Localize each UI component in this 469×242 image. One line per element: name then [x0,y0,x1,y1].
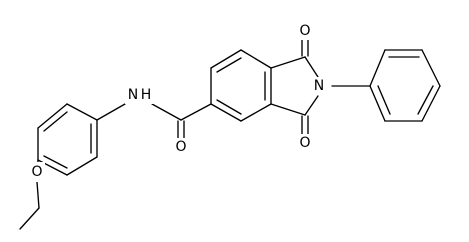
amide-nitrogen-label: N [128,87,138,103]
bond-ring4-d [421,85,441,122]
bonds [19,38,441,230]
bond-ethyl-ch3-ch2 [19,207,40,230]
bond-ring1-inner-3 [43,155,68,169]
bond-ring2-inner-1 [216,57,242,73]
bond-ring3-bottom-c [270,103,306,116]
imide-nitrogen-label: N [314,78,324,94]
bond-ring4-f [369,85,386,122]
bond-aryl-nh [96,103,126,121]
bond-ring2-inner-3 [216,99,242,115]
amide-oxygen-label: O [175,139,186,155]
top-carbonyl-oxygen-label: O [299,23,310,39]
bond-ring2-c [240,49,272,69]
amide-hydrogen-label: H [141,87,152,103]
bond-ring3-n-bottom [304,95,319,116]
bond-ring1-e [66,156,98,176]
bond-ring4-inner-2 [417,85,434,115]
bottom-carbonyl-oxygen-label: O [299,135,310,151]
atom-labels: N H N O O O O [29,22,327,182]
bond-ring3-top-c [270,56,306,69]
bond-ring3-top-n [304,56,319,78]
bond-ring2-b [210,49,242,69]
bond-ring2-f [210,103,242,122]
bond-ring1-inner-1 [43,111,68,132]
bond-ring4-c [421,49,441,87]
ether-oxygen-label: O [31,164,42,180]
bond-ring1-c [66,103,98,121]
bond-ring4-a [369,49,386,87]
bond-ring1-b [37,103,68,129]
bond-ring2-e [240,103,272,122]
bond-nh-carbonyl [151,103,182,121]
bond-ring4-inner-3 [377,85,391,115]
bond-carbonyl-ring2 [180,103,212,121]
bond-ethyl-ch2-o [36,181,40,209]
